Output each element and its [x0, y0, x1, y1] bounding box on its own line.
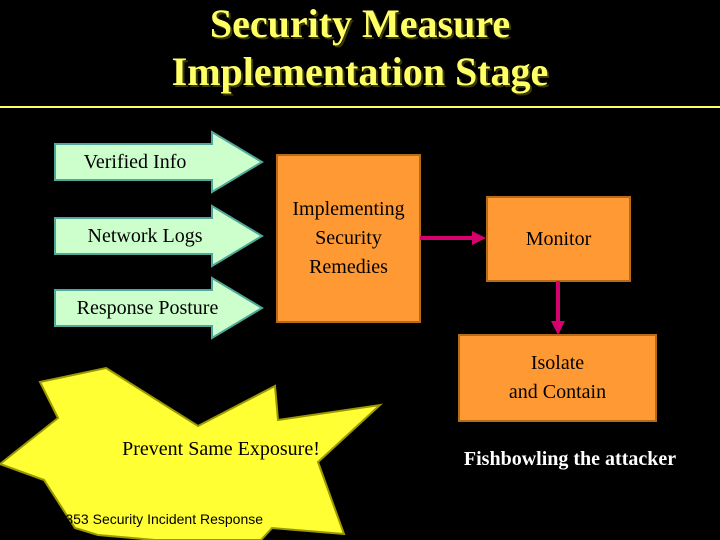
verified-info-label: Verified Info: [83, 150, 187, 173]
slide-title: Security Measure Implementation Stage: [0, 0, 720, 96]
response-posture-label: Response Posture: [76, 296, 219, 319]
fishbowling-caption: Fishbowling the attacker: [463, 447, 677, 470]
remedies-line-3: Remedies: [309, 255, 388, 278]
prevent-exposure-burst: [0, 366, 384, 540]
implementing-remedies-box: [276, 154, 421, 323]
isolate-contain-box: [458, 334, 657, 422]
remedies-line-2: Security: [315, 226, 382, 249]
isolate-line-1: Isolate: [530, 352, 585, 374]
monitor-to-isolate-arrowhead: [551, 321, 565, 335]
network-logs-arrow: [54, 204, 264, 268]
isolate-line-2: and Contain: [508, 381, 607, 403]
verified-info-arrow: [54, 130, 264, 194]
network-logs-label: Network Logs: [87, 224, 203, 247]
implementing-remedies-label: Implementing Security Remedies: [277, 193, 420, 283]
title-divider: [0, 106, 720, 108]
slide-title-line-1: Security Measure: [209, 1, 511, 46]
prevent-exposure-label: Prevent Same Exposure!: [122, 437, 320, 460]
remedies-line-1: Implementing: [292, 197, 405, 220]
remedies-to-monitor-arrowhead: [472, 231, 486, 245]
isolate-contain-label: Isolate and Contain: [459, 335, 656, 421]
monitor-label: Monitor: [525, 227, 592, 250]
slide-title-line-2: Implementation Stage: [171, 49, 549, 94]
response-posture-arrow: [54, 276, 264, 340]
footer-course-label: UTSA IS 6353 Security Incident Response: [0, 511, 264, 527]
